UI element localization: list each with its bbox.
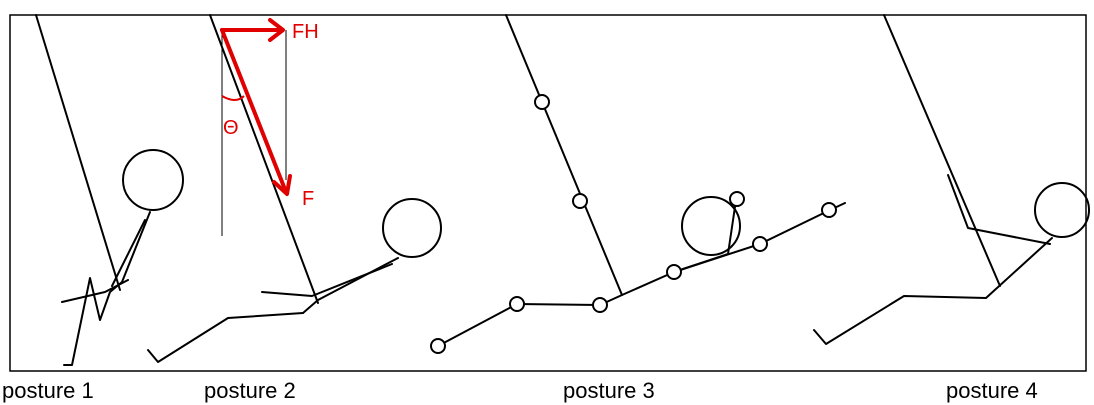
posture-2-head <box>382 198 442 258</box>
posture-3-pole <box>505 14 623 296</box>
posture-1-pole <box>35 14 121 291</box>
posture-3-marker <box>729 191 745 207</box>
posture-1-body <box>63 211 151 366</box>
posture-3-marker <box>592 297 608 313</box>
posture-1-head <box>122 149 184 211</box>
posture-4-head <box>1034 182 1090 238</box>
posture-1-arm <box>111 219 146 287</box>
posture-3-marker <box>430 338 446 354</box>
force-horizontal-label: FH <box>292 21 319 43</box>
posture-1-leg <box>61 279 129 303</box>
posture-2-legs <box>147 312 304 363</box>
force-arrowhead <box>272 174 292 196</box>
posture-3-marker <box>666 264 682 280</box>
force-label: F <box>302 188 314 210</box>
posture-2-pole <box>209 14 319 304</box>
posture-1-figure <box>35 14 184 366</box>
posture-4-figure <box>813 14 1090 345</box>
posture-3-marker <box>509 296 525 312</box>
force-arrow <box>220 28 288 194</box>
posture-2-figure: FH F Θ <box>147 14 442 363</box>
posture-3-figure <box>430 14 846 354</box>
posture-2-arm <box>261 263 393 297</box>
posture-4-arm <box>947 174 1051 245</box>
posture-3-marker <box>534 94 550 110</box>
posture-3-marker <box>821 202 837 218</box>
diagram-frame <box>9 14 1087 372</box>
posture-3-body <box>437 202 846 347</box>
posture-3-marker <box>752 236 768 252</box>
posture-3-head <box>681 196 741 256</box>
angle-label: Θ <box>223 117 239 139</box>
posture-3-marker <box>572 193 588 209</box>
force-horizontal-arrowhead <box>268 18 285 42</box>
posture-4-caption: posture 4 <box>946 378 1038 403</box>
posture-3-arm <box>673 199 737 273</box>
posture-4-body <box>813 237 1053 345</box>
posture-2-caption: posture 2 <box>204 378 296 403</box>
angle-arc <box>221 95 245 101</box>
posture-3-caption: posture 3 <box>563 378 655 403</box>
posture-1-caption: posture 1 <box>2 378 94 403</box>
posture-4-pole <box>883 14 1001 287</box>
